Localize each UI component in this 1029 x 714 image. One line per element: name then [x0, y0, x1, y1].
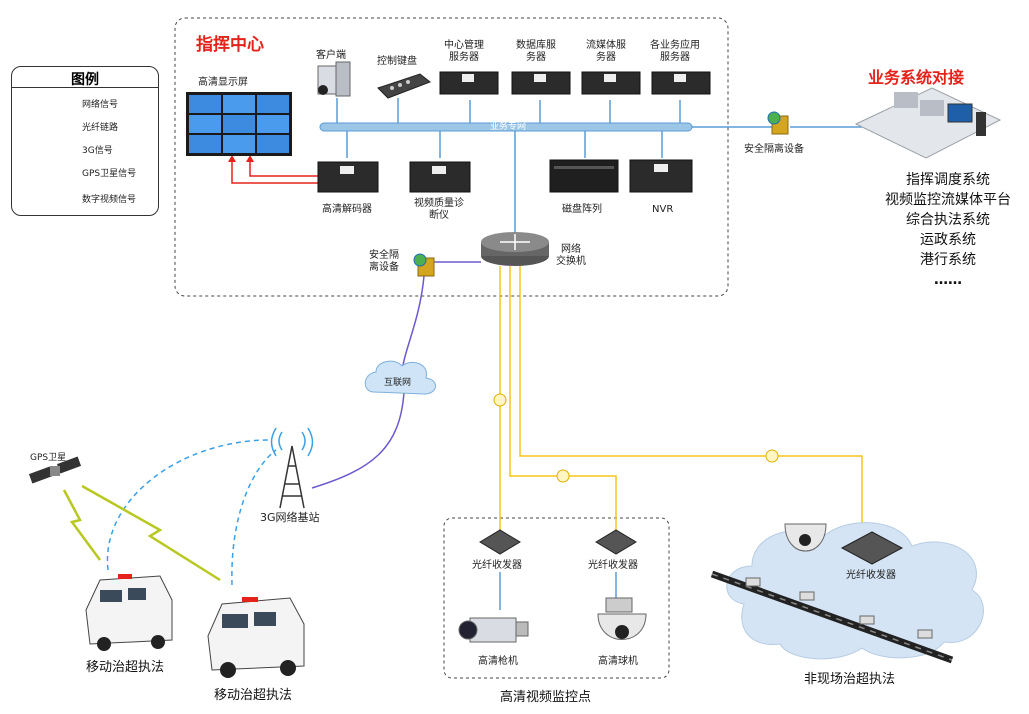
vehicle-1-label: 移动治超执法: [86, 660, 165, 675]
business-system-item: ……: [934, 272, 962, 288]
legend: 图例 网络信号 光纤链路 3G信号 GPS卫星信号 数字视频信号: [11, 66, 159, 216]
dome-camera-icon: [597, 597, 647, 640]
fiber-markers: [493, 393, 779, 483]
legend-item-3g: 3G信号: [82, 146, 113, 156]
client-pc-icon: [317, 61, 351, 97]
security-device-icons: [413, 111, 789, 277]
bullet-camera-icon: [458, 617, 529, 643]
server-label-management: 中心管理 服务器: [444, 40, 484, 63]
base-station-label: 3G网络基站: [260, 511, 320, 524]
fiber-links: [499, 266, 863, 536]
hd-monitor-title: 高清视频监控点: [500, 690, 592, 705]
internet-label: 互联网: [384, 378, 412, 388]
gps-label: GPS卫星: [30, 453, 67, 463]
client-label: 客户端: [316, 50, 346, 61]
legend-title: 图例: [71, 72, 99, 88]
business-system-item: 港行系统: [920, 252, 976, 268]
bullet-camera-label: 高清枪机: [478, 656, 518, 667]
business-platform-icon: [854, 87, 1002, 159]
diagnostic-label: 视频质量诊 断仪: [414, 198, 464, 221]
gps-signal-bolts: [62, 484, 221, 582]
security-left-label: 安全隔 离设备: [369, 250, 399, 273]
offsite-title: 非现场治超执法: [804, 672, 896, 687]
control-keyboard-label: 控制键盘: [377, 56, 417, 67]
legend-item-video: 数字视频信号: [82, 195, 137, 205]
business-system-item: 视频监控流媒体平台: [885, 192, 1011, 208]
network-switch-icon: [481, 232, 549, 266]
disk-array-label: 磁盘阵列: [562, 204, 602, 215]
video-signal-lines: [228, 155, 318, 184]
command-center-frame: [174, 17, 729, 297]
command-center-title: 指挥中心: [196, 35, 264, 55]
internet-cloud-icon: [364, 360, 436, 395]
dome-camera-label: 高清球机: [598, 656, 638, 667]
decoder-label: 高清解码器: [322, 204, 372, 215]
display-wall-label: 高清显示屏: [198, 77, 248, 88]
business-system-item: 综合执法系统: [906, 212, 990, 228]
3g-signal-arcs: [106, 439, 277, 586]
bus-connectors: [336, 98, 681, 232]
business-system-item: 指挥调度系统: [906, 172, 990, 188]
display-wall: [186, 92, 292, 156]
base-station-icon: [270, 427, 314, 509]
business-systems-list: 指挥调度系统 视频监控流媒体平台 综合执法系统 运政系统 港行系统 ……: [868, 170, 1028, 290]
vehicle-2-label: 移动治超执法: [214, 688, 293, 703]
legend-item-fiber: 光纤链路: [82, 123, 119, 133]
transceiver-label-1: 光纤收发器: [472, 560, 522, 571]
transceiver-icons: [479, 529, 637, 555]
business-system-item: 运政系统: [920, 232, 976, 248]
server-icons: [439, 71, 711, 95]
legend-divider: [12, 87, 158, 88]
gps-satellite-icon: [28, 456, 82, 484]
nvr-label: NVR: [652, 204, 674, 215]
bus-label: 业务专网: [490, 122, 527, 132]
security-right-label: 安全隔离设备: [744, 144, 804, 155]
offsite-transceiver-label: 光纤收发器: [846, 570, 896, 581]
legend-item-network: 网络信号: [82, 100, 119, 110]
control-keyboard-icon: [377, 73, 431, 99]
legend-item-gps: GPS卫星信号: [82, 169, 137, 179]
business-title: 业务系统对接: [868, 68, 965, 87]
server-label-database: 数据库服 务器: [516, 40, 556, 63]
server-label-streaming: 流媒体服 务器: [586, 40, 626, 63]
vehicle-icons: [85, 574, 305, 678]
offsite-cloud: [710, 522, 984, 664]
switch-label: 网络 交换机: [556, 244, 586, 267]
server-label-business-apps: 各业务应用 服务器: [650, 40, 700, 63]
transceiver-label-2: 光纤收发器: [588, 560, 638, 571]
hd-monitor-frame: [443, 517, 670, 679]
lower-devices: [317, 159, 693, 193]
